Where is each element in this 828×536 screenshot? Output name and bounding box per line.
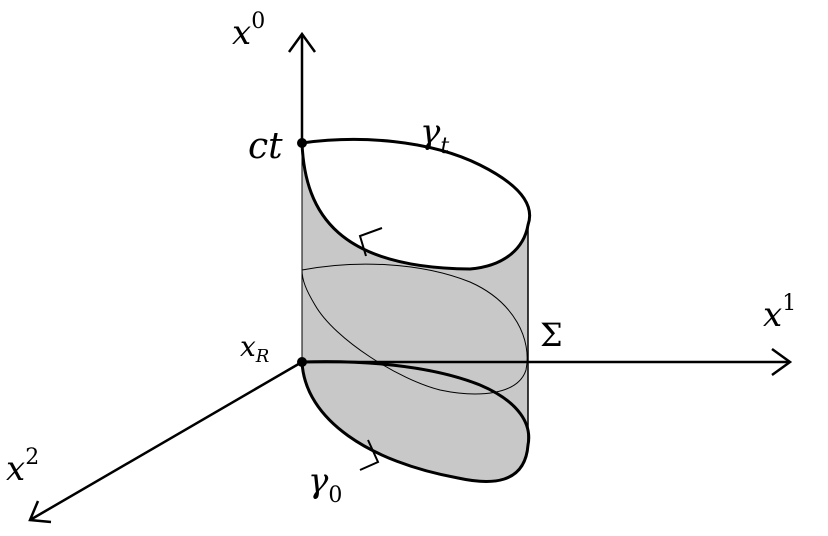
ct-point <box>297 138 307 148</box>
x2-label: x2 <box>6 445 39 489</box>
xR-point <box>297 357 307 367</box>
sigma-label: Σ <box>540 316 563 354</box>
gamma-0-curve <box>300 360 531 483</box>
gamma-0-label: γ0 <box>308 461 342 508</box>
x1-arrowhead <box>771 347 793 377</box>
gamma-0-orientation-arrow <box>359 439 380 471</box>
x0-arrowhead <box>287 31 317 53</box>
gamma-t-label: γt <box>420 112 449 159</box>
gamma-t-curve <box>300 137 532 271</box>
ct-label: ct <box>248 126 283 167</box>
xR-label: xR <box>240 330 269 367</box>
x2-axis <box>29 360 303 522</box>
gamma-t-orientation-arrow <box>358 227 383 257</box>
x0-label: x0 <box>232 9 265 53</box>
x2-arrowhead <box>28 500 52 524</box>
surface-sigma <box>302 143 528 482</box>
inner-slice-ellipse <box>301 263 528 395</box>
x1-label: x1 <box>763 291 796 335</box>
